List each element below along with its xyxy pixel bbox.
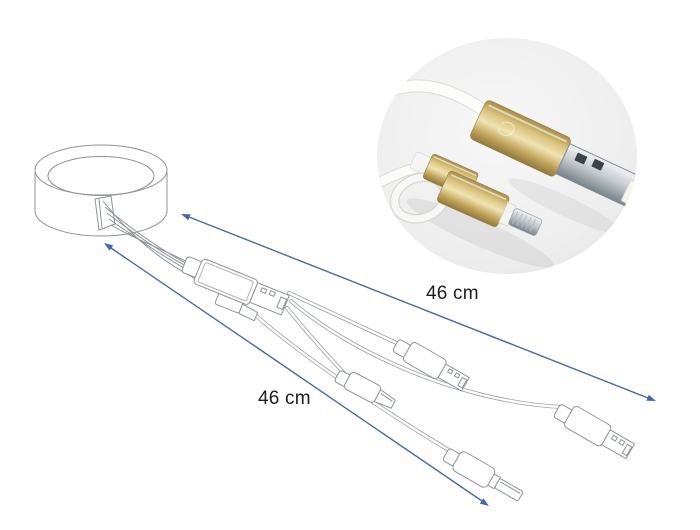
usb-a-shell-hole — [591, 159, 605, 171]
inset-lightning-adapter — [437, 170, 543, 236]
dimension-label-lower: 46 cm — [258, 388, 311, 409]
usb-a-plug-main-drawing — [181, 256, 290, 322]
lightning-tip — [494, 478, 524, 502]
micro-usb-tip — [373, 388, 396, 409]
cable-lines — [251, 291, 564, 454]
usb-a-plug-end-drawing — [553, 404, 636, 460]
micro-usb-plug-drawing — [334, 370, 396, 409]
lightning-contacts — [512, 211, 536, 232]
lightning-metal-tip — [508, 208, 543, 236]
usb-a-plug-mid-drawing — [392, 339, 470, 392]
brand-mark — [497, 121, 515, 137]
photo-inset — [377, 38, 637, 274]
lightning-plug-drawing — [442, 448, 524, 502]
usb-a-shell-hole — [574, 152, 588, 165]
inset-shadow — [406, 198, 554, 268]
inset-shadow — [508, 178, 622, 234]
dimension-label-upper: 46 cm — [426, 283, 479, 304]
reel-drawing — [34, 144, 168, 237]
dimension-arrow-lower — [104, 243, 489, 506]
inset-usb-a-connector — [470, 100, 637, 209]
dimension-arrow-upper — [181, 214, 656, 401]
